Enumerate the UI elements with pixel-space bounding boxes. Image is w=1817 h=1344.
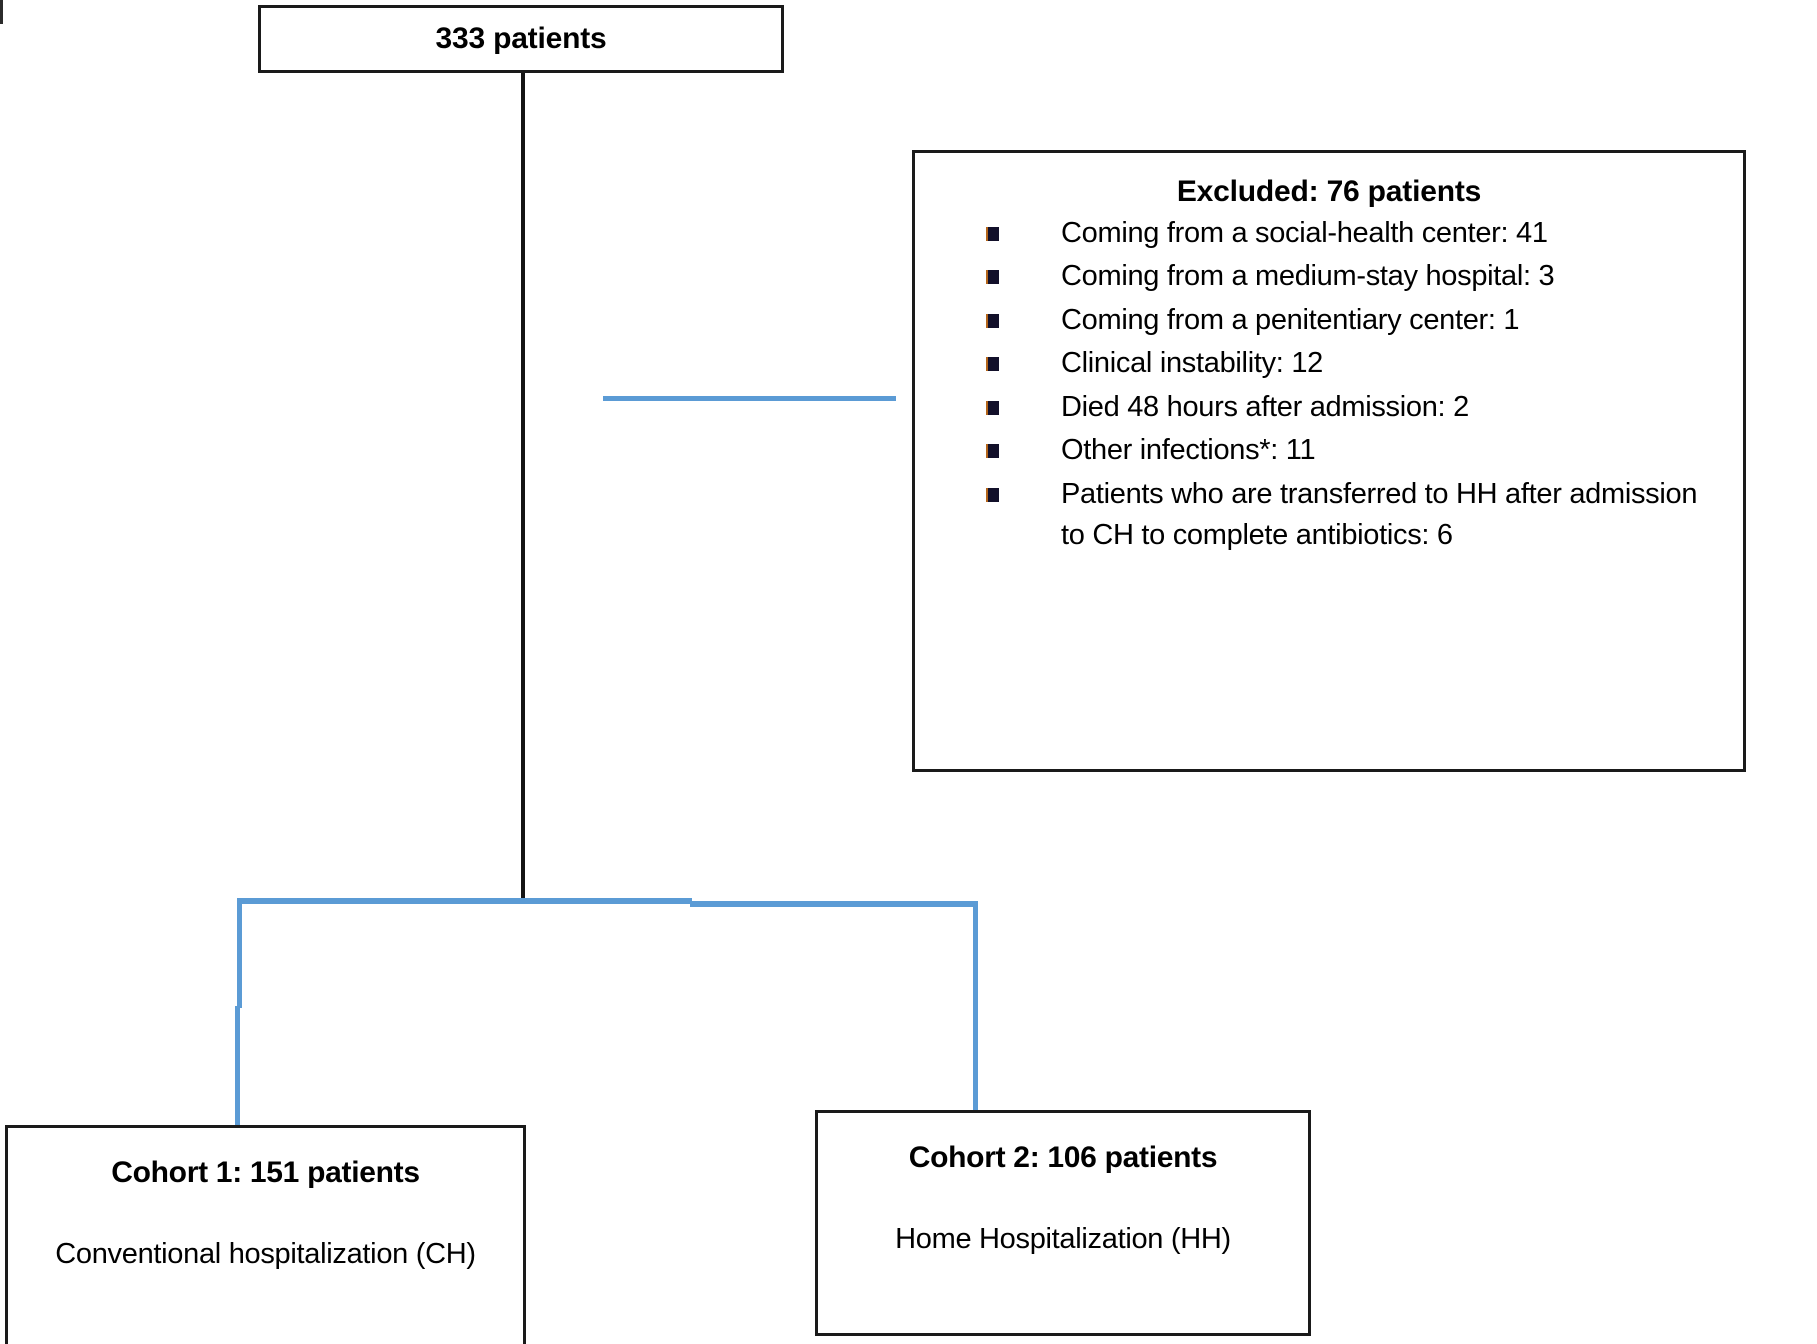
list-item: Clinical instability: 12	[933, 343, 1725, 384]
excluded-reason-text: Coming from a medium-stay hospital: 3	[1061, 260, 1555, 293]
excluded-reason-text: Clinical instability: 12	[1061, 347, 1323, 380]
excluded-reason-text: Other infections*: 11	[1061, 434, 1316, 467]
stray-tick-mark	[0, 0, 3, 24]
node-cohort-1: Cohort 1: 151 patients Conventional hosp…	[5, 1125, 526, 1344]
connector-drop-to-cohort2	[973, 901, 978, 1111]
bullet-square-icon	[988, 270, 999, 285]
cohort-2-subtitle: Home Hospitalization (HH)	[895, 1223, 1231, 1255]
connector-drop-to-cohort1-upper	[237, 898, 242, 1008]
bullet-square-icon	[988, 444, 999, 459]
list-item: Coming from a penitentiary center: 1	[933, 300, 1725, 341]
total-patients-label: 333 patients	[435, 22, 607, 55]
excluded-reason-text: Patients who are transferred to HH after…	[1061, 477, 1698, 552]
connector-to-excluded-box	[603, 396, 896, 401]
connector-branch-bar-left	[237, 898, 692, 904]
bullet-square-icon	[988, 487, 999, 502]
node-excluded-patients: Excluded: 76 patients Coming from a soci…	[912, 150, 1746, 772]
node-total-patients: 333 patients	[258, 5, 784, 73]
excluded-reasons-list: Coming from a social-health center: 41 C…	[933, 213, 1725, 557]
list-item: Coming from a social-health center: 41	[933, 213, 1725, 254]
excluded-reason-text: Died 48 hours after admission: 2	[1061, 390, 1469, 423]
bullet-square-icon	[988, 400, 999, 415]
cohort-2-title: Cohort 2: 106 patients	[908, 1141, 1218, 1174]
cohort-1-title: Cohort 1: 151 patients	[111, 1156, 420, 1189]
connector-drop-to-cohort1-lower	[235, 1006, 240, 1126]
connector-trunk-vertical	[521, 72, 525, 904]
node-cohort-2: Cohort 2: 106 patients Home Hospitalizat…	[815, 1110, 1311, 1336]
bullet-square-icon	[988, 357, 999, 372]
list-item: Coming from a medium-stay hospital: 3	[933, 256, 1725, 297]
bullet-square-icon	[988, 313, 999, 328]
excluded-reason-text: Coming from a penitentiary center: 1	[1061, 303, 1520, 336]
excluded-reason-text: Coming from a social-health center: 41	[1061, 217, 1548, 249]
cohort-2-content: Cohort 2: 106 patients Home Hospitalizat…	[818, 1113, 1308, 1333]
cohort-1-content: Cohort 1: 151 patients Conventional hosp…	[8, 1128, 523, 1344]
list-item: Died 48 hours after admission: 2	[933, 387, 1725, 428]
connector-branch-bar-right	[690, 901, 978, 907]
cohort-1-subtitle: Conventional hospitalization (CH)	[55, 1238, 476, 1270]
list-item: Patients who are transferred to HH after…	[933, 474, 1725, 557]
excluded-title: Excluded: 76 patients	[1176, 175, 1482, 208]
bullet-square-icon	[988, 227, 999, 241]
list-item: Other infections*: 11	[933, 430, 1725, 471]
